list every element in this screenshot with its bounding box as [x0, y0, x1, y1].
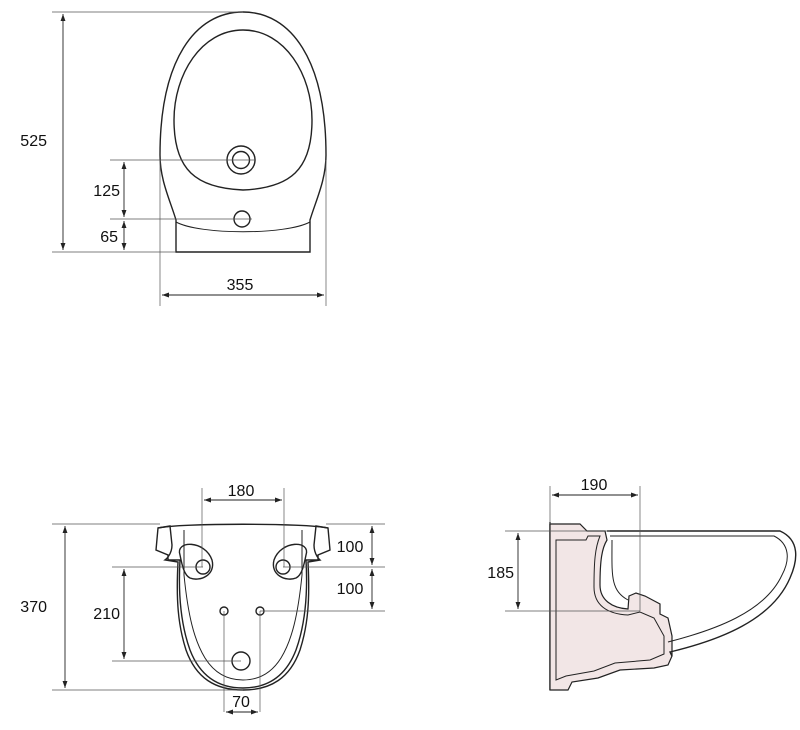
dim-370: 370	[20, 599, 47, 616]
front-view-inner	[183, 530, 303, 681]
side-section	[549, 523, 673, 691]
top-view: 525 125 65 355	[20, 11, 327, 306]
front-view: 180 370 210 100 100 70	[20, 483, 385, 715]
dim-210: 210	[93, 606, 120, 623]
dim-185: 185	[487, 565, 514, 582]
front-view-outline	[155, 525, 331, 691]
bowl-outer	[607, 530, 797, 657]
side-section-inner	[555, 535, 665, 681]
side-view: 190 185	[487, 477, 797, 691]
bowl-inner	[610, 535, 788, 643]
dim-65: 65	[100, 229, 118, 246]
dim-70: 70	[232, 694, 250, 711]
right-ear	[272, 543, 308, 580]
top-view-outline	[159, 11, 327, 253]
dim-190: 190	[581, 477, 608, 494]
dim-525: 525	[20, 133, 47, 150]
dim-180: 180	[228, 483, 255, 500]
dim-100-lower: 100	[337, 581, 364, 598]
dim-100-upper: 100	[337, 539, 364, 556]
dim-125: 125	[93, 183, 120, 200]
left-ear	[178, 543, 214, 580]
bowl-floor	[611, 539, 629, 601]
dim-355: 355	[227, 277, 254, 294]
top-view-rim	[175, 221, 311, 233]
top-view-bowl	[173, 29, 313, 191]
front-view-top	[157, 523, 329, 529]
